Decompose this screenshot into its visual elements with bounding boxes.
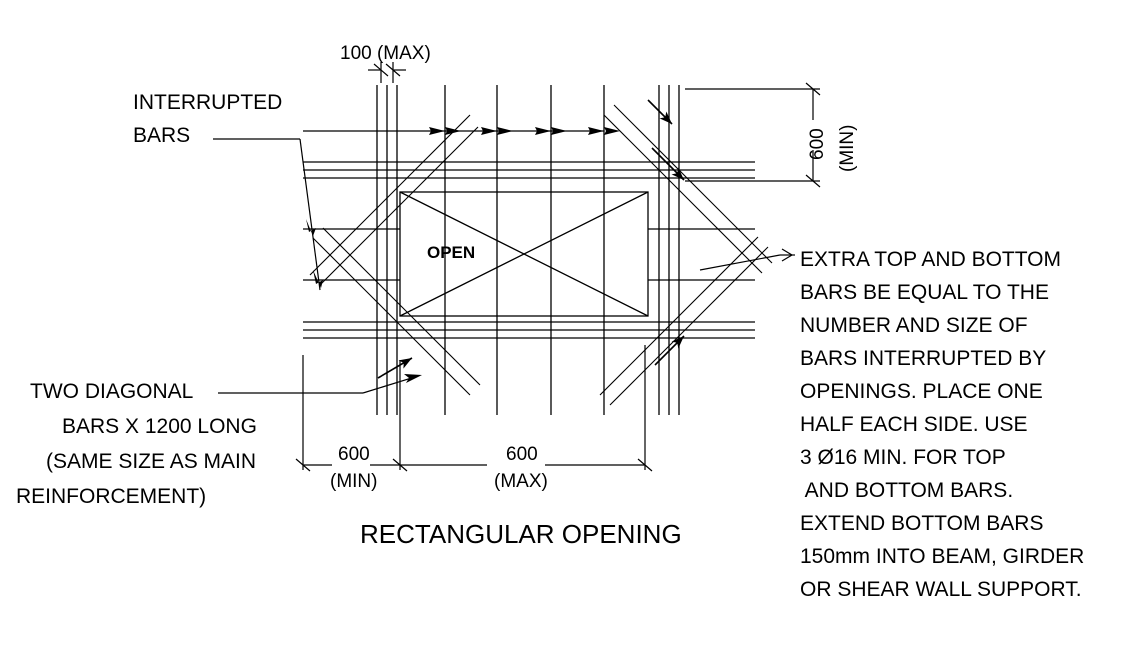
opening-rectangle: [399, 191, 649, 317]
horizontal-bars-top-group: [303, 161, 755, 179]
note-line: 150mm INTO BEAM, GIRDER: [800, 545, 1085, 568]
leader-interrupted-bars: [213, 138, 321, 291]
horizontal-bars-interrupted: [303, 228, 755, 281]
label-interrupted-bars-line1: INTERRUPTED: [133, 91, 283, 114]
note-line: NUMBER AND SIZE OF: [800, 314, 1028, 337]
note-text-block: EXTRA TOP AND BOTTOM BARS BE EQUAL TO THE…: [800, 243, 1130, 606]
horizontal-bars-bottom-group: [303, 321, 755, 339]
dimension-bottom-left-min: (MIN): [330, 471, 378, 492]
dimension-100max: [368, 62, 406, 83]
note-line: OPENINGS. PLACE ONE: [800, 380, 1043, 403]
leader-two-diagonal-arrowhead: [404, 374, 422, 383]
drawing-title: RECTANGULAR OPENING: [360, 519, 682, 549]
leader-interrupted-bars-arrowheads: [306, 219, 323, 288]
vertical-bars-left-group: [376, 85, 398, 415]
opening-label: OPEN: [427, 243, 476, 262]
dimension-right-vertical: [685, 82, 821, 188]
note-line: BARS BE EQUAL TO THE: [800, 281, 1049, 304]
leader-extra-bars-note: [699, 248, 795, 271]
spacing-dimension-arrowheads: [429, 127, 604, 135]
dimension-100-max: 100 (MAX): [340, 43, 431, 64]
label-two-diagonal-line4: REINFORCEMENT): [16, 485, 207, 508]
note-line: HALF EACH SIDE. USE: [800, 413, 1028, 436]
dimension-bottom-left-600: 600: [338, 444, 370, 465]
dimension-bottom-right-max: (MAX): [494, 471, 548, 492]
note-line: EXTEND BOTTOM BARS: [800, 512, 1044, 535]
spacing-dimension-arrowheads-right: [445, 127, 620, 135]
dimension-right-min: (MIN): [837, 124, 858, 172]
note-line: AND BOTTOM BARS.: [800, 479, 1014, 502]
dimension-bottom: [295, 345, 653, 472]
dimension-right-600: 600: [807, 128, 828, 160]
diagonal-bar-arrowheads: [377, 99, 685, 379]
label-two-diagonal-line1: TWO DIAGONAL: [30, 380, 194, 403]
note-line: OR SHEAR WALL SUPPORT.: [800, 578, 1082, 601]
note-line: BARS INTERRUPTED BY: [800, 347, 1047, 370]
dimension-bottom-right-600: 600: [506, 444, 538, 465]
note-line: 3 Ø16 MIN. FOR TOP: [800, 446, 1006, 469]
label-interrupted-bars-line2: BARS: [133, 124, 191, 147]
vertical-bars-right-group: [658, 85, 680, 415]
leader-two-diagonal-bars: [218, 375, 419, 394]
diagonal-bars: [309, 104, 773, 406]
label-two-diagonal-line2: BARS X 1200 LONG: [62, 415, 257, 438]
label-two-diagonal-line3: (SAME SIZE AS MAIN: [46, 450, 257, 473]
note-line: EXTRA TOP AND BOTTOM: [800, 248, 1062, 271]
